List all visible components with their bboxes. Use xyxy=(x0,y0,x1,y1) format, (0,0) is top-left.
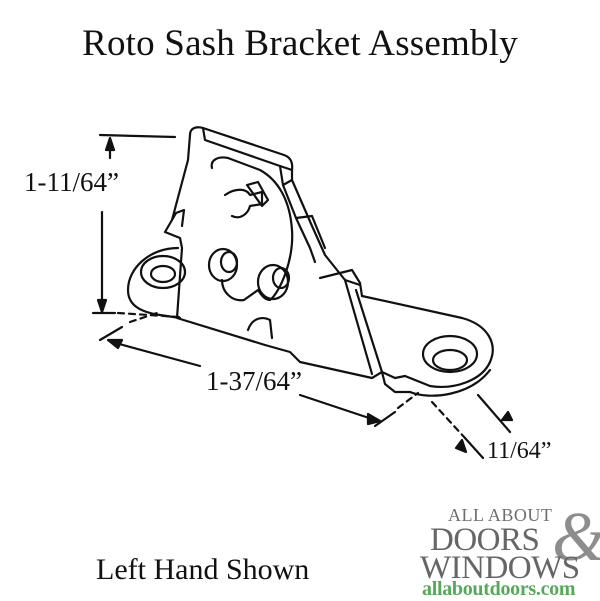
length-dimension-label: 1-37/64” xyxy=(206,366,302,396)
left-mounting-ear xyxy=(126,246,187,320)
watermark-ampersand: & xyxy=(552,498,600,578)
watermark-url: allaboutdoors.com xyxy=(422,578,576,600)
right-mounting-tab xyxy=(263,294,494,397)
hand-caption: Left Hand Shown xyxy=(96,553,310,586)
offset-dimension-label: 11/64” xyxy=(487,438,552,464)
bracket-plate xyxy=(163,126,384,376)
watermark-line-3: WINDOWS xyxy=(420,550,580,586)
brand-watermark: & ALL ABOUT DOORS WINDOWS allaboutdoors.… xyxy=(420,498,600,600)
watermark-line-1: ALL ABOUT xyxy=(448,505,553,525)
watermark-line-2: DOORS xyxy=(430,522,540,558)
height-dimension-label: 1-11/64” xyxy=(24,167,119,197)
offset-dimension-line xyxy=(430,393,514,460)
height-dimension-line xyxy=(91,133,182,319)
diagram-title: Roto Sash Bracket Assembly xyxy=(82,23,518,64)
length-dimension-line xyxy=(98,310,420,428)
